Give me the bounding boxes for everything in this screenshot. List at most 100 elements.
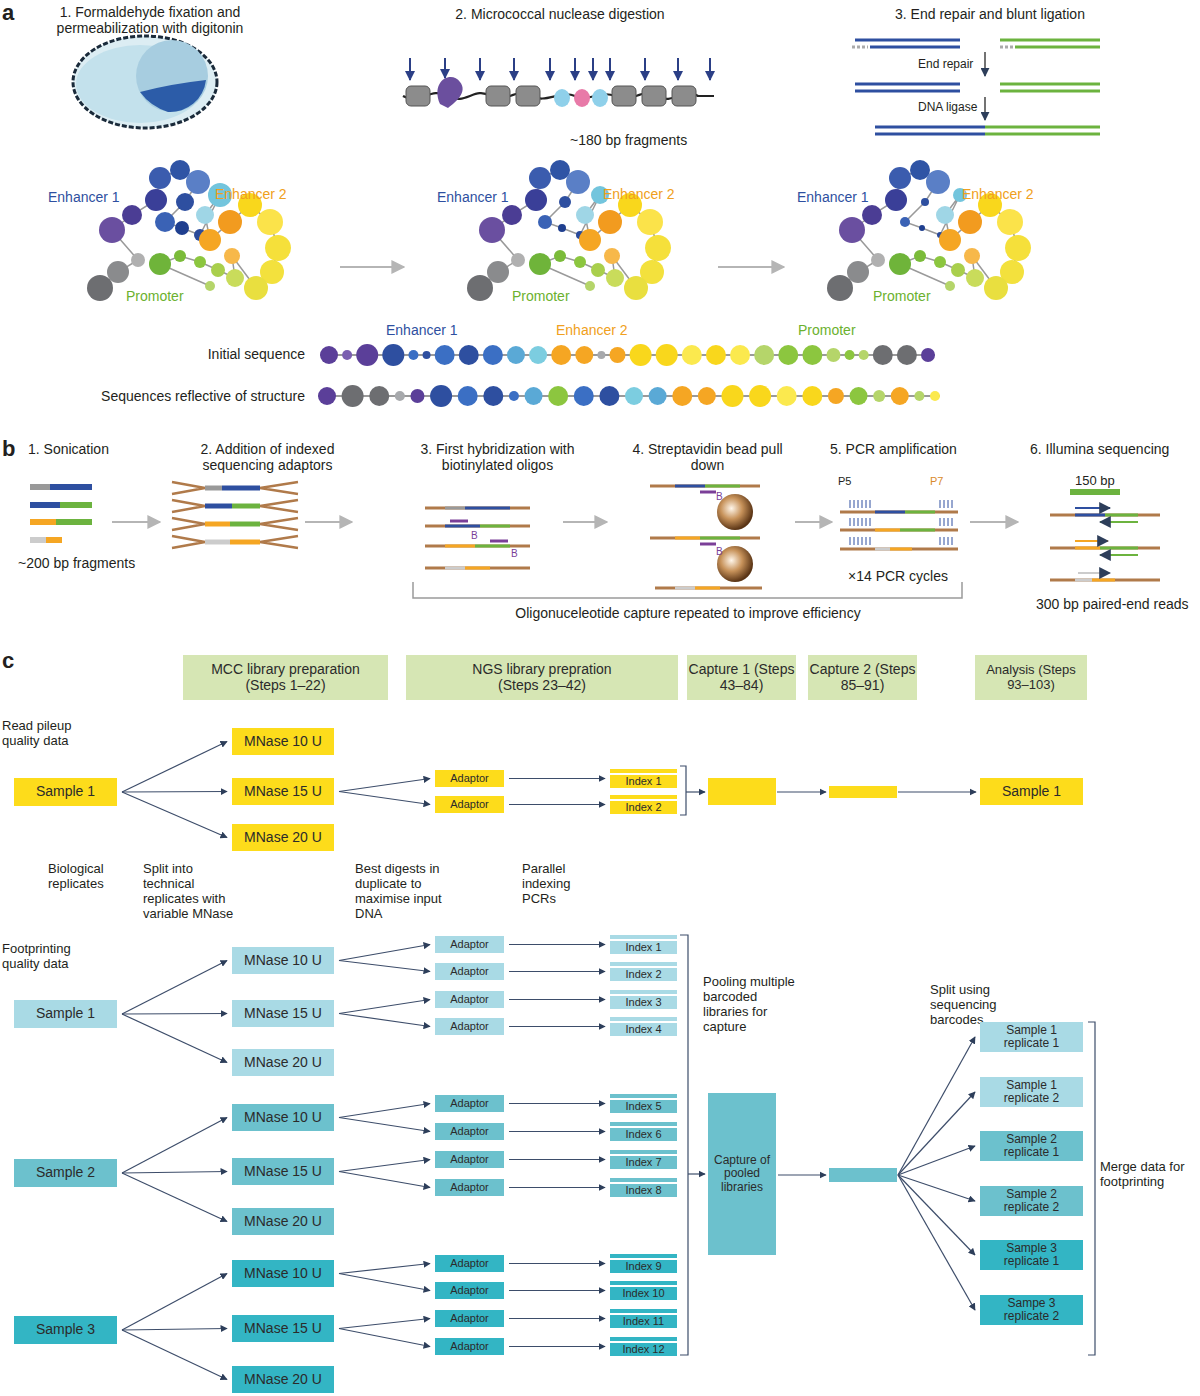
chromatin-bead — [889, 167, 911, 189]
chromatin-structure — [87, 160, 1031, 301]
node-text: Index 6 — [625, 1128, 661, 1140]
sequence-bead — [630, 344, 652, 366]
chromatin-bead — [175, 221, 189, 235]
flow-arrow — [122, 1172, 227, 1174]
chromatin-bead — [871, 253, 885, 267]
sequence-bead — [873, 390, 885, 402]
node-text: Adaptor — [450, 798, 489, 810]
label: Promoter — [873, 288, 963, 304]
node-text: Adaptor — [450, 772, 489, 784]
node-text: Index 8 — [625, 1184, 661, 1196]
chromatin-bead — [467, 275, 493, 301]
sequence-rows — [318, 344, 940, 407]
node-text: MNase 15 U — [244, 1164, 322, 1179]
label: 5. PCR amplification — [830, 441, 980, 457]
process-box: Capture of pooled libraries — [708, 1093, 776, 1255]
flow-arrow — [339, 792, 430, 805]
chromatin-bead — [226, 269, 244, 287]
process-box: Sample 1 — [980, 778, 1083, 805]
process-box: MNase 20 U — [232, 1366, 334, 1393]
label: 150 bp — [1075, 474, 1135, 489]
process-box: Adaptor — [435, 991, 504, 1007]
chromatin-bead — [945, 281, 955, 291]
index-box: Index 1 — [610, 769, 677, 788]
label: Pooling multiple barcoded libraries for … — [703, 975, 798, 1035]
process-box: Sample 1 — [14, 1000, 117, 1028]
label: 300 bp paired-end reads — [1036, 596, 1198, 612]
chromatin-bead — [131, 253, 145, 267]
label: Enhancer 2 — [215, 186, 315, 202]
label: Split into technical replicates with var… — [143, 862, 243, 922]
chromatin-bead — [604, 248, 620, 264]
chromatin-bead — [99, 217, 125, 243]
chromatin-bead — [199, 229, 221, 251]
flow-arrow — [509, 1103, 605, 1104]
process-box: Adaptor — [435, 1310, 504, 1326]
process-box: Adaptor — [435, 1179, 504, 1195]
chromatin-bead — [919, 225, 925, 231]
node-text: Index 12 — [622, 1343, 664, 1355]
node-text: Index 11 — [623, 1315, 664, 1327]
node-text: MNase 20 U — [244, 1214, 322, 1229]
chromatin-bead — [107, 261, 129, 283]
index-box: Index 12 — [610, 1337, 677, 1356]
stage-header: MCC library preparation (Steps 1–22) — [183, 655, 388, 700]
label: 3. End repair and blunt ligation — [860, 6, 1120, 22]
sequence-bead — [483, 345, 503, 365]
sequence-bead — [682, 345, 702, 365]
sequence-bead — [930, 391, 940, 401]
chromatin-bead — [122, 205, 142, 225]
capture-bracket — [413, 582, 962, 598]
sequence-bead — [672, 386, 692, 406]
sequence-bead — [382, 344, 404, 366]
index-box: Index 10 — [610, 1281, 677, 1300]
sequence-bead — [575, 346, 593, 364]
chromatin-bead — [186, 170, 210, 194]
chromatin-bead — [910, 160, 930, 180]
sequence-bead — [551, 345, 571, 365]
node-text: Sampe 3 replicate 2 — [987, 1297, 1077, 1323]
chromatin-bead — [576, 206, 594, 224]
sequence-bead — [423, 351, 431, 359]
process-box: MNase 20 U — [232, 824, 334, 851]
chromatin-bead — [958, 210, 982, 234]
sequence-bead — [698, 387, 716, 405]
node-text: Sample 3 — [36, 1322, 95, 1337]
node-text: Index 5 — [625, 1100, 661, 1112]
panel-letter: c — [2, 648, 24, 673]
chromatin-bead — [511, 253, 525, 267]
flow-arrow — [509, 778, 605, 779]
sequence-bead — [845, 350, 855, 360]
chromatin-bead — [145, 189, 167, 211]
process-box: Adaptor — [435, 1338, 504, 1354]
flow-arrow — [122, 1118, 227, 1174]
flow-arrow — [122, 1329, 227, 1331]
streptavidin-beads — [650, 486, 762, 588]
pcr-products — [840, 500, 958, 549]
sequence-bead — [529, 346, 547, 364]
label: Enhancer 2 — [603, 186, 703, 202]
label: Enhancer 2 — [556, 322, 656, 338]
flow-arrow — [122, 1330, 227, 1380]
node-text: Index 1 — [625, 941, 661, 953]
flow-arrow — [339, 1160, 430, 1172]
label: Biological replicates — [48, 862, 138, 892]
sequence-bead — [656, 344, 678, 366]
chromatin-bead — [847, 261, 869, 283]
flow-arrow — [122, 791, 227, 793]
process-box: Sample 3 replicate 1 — [980, 1240, 1083, 1270]
sequence-bead — [342, 385, 364, 407]
sequence-bead — [507, 346, 525, 364]
chromatin-bead — [900, 217, 910, 227]
sequence-bead — [649, 387, 667, 405]
node-text: MNase 15 U — [244, 1321, 322, 1336]
index-box: Index 5 — [610, 1094, 677, 1113]
label: Promoter — [798, 322, 888, 338]
label: P5 — [838, 475, 860, 488]
hybridization — [425, 508, 530, 568]
chromatin-bead — [645, 235, 671, 261]
chromatin-bead — [265, 235, 291, 261]
node-text: Sample 1 replicate 1 — [987, 1024, 1077, 1050]
sequence-bead — [459, 345, 479, 365]
